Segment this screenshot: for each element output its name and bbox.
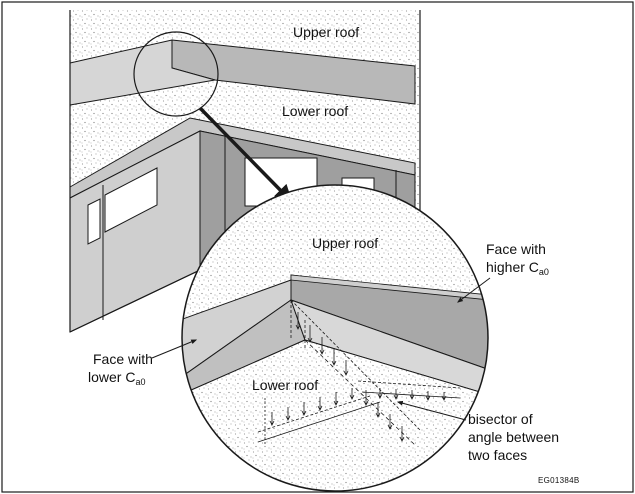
face-higher-text: higher C	[486, 259, 539, 275]
lower-roof-label: Lower roof	[282, 103, 348, 119]
face-higher-callout: Face with higher Ca0	[457, 241, 549, 303]
lower-parapet-right	[290, 299, 488, 396]
zoom-circle-outline	[181, 184, 489, 492]
lower-roof-zoom-label: Lower roof	[252, 377, 318, 393]
bisector-line	[304, 339, 416, 446]
face-lower-label-line2: lower Ca0	[88, 369, 145, 387]
bisector-label-line2: angle between	[468, 429, 559, 445]
upper-roof-label: Upper roof	[293, 24, 359, 40]
upper-roof-zoom-label: Upper roof	[312, 235, 378, 251]
zoom-detail	[181, 184, 489, 492]
upper-parapet-cap	[290, 274, 488, 301]
load-arrows	[269, 312, 447, 442]
bisector-leader	[396, 400, 467, 421]
face-lower-label-line1: Face with	[93, 351, 153, 367]
face-higher-subscript: a0	[539, 267, 549, 277]
face-lower-text: lower C	[88, 369, 135, 385]
ground-line	[69, 269, 201, 333]
figure-code: EG01384B	[538, 476, 580, 485]
magnify-arrow	[198, 106, 293, 203]
face-lower-subscript: a0	[135, 377, 145, 387]
face-higher-leader	[457, 277, 491, 303]
bisector-label-line1: bisector of	[468, 411, 533, 427]
bisector-label-line3: two faces	[468, 447, 527, 463]
face-higher-label-line2: higher Ca0	[486, 259, 549, 277]
face-lower-leader	[151, 339, 198, 359]
window	[87, 198, 101, 245]
face-lower-callout: Face with lower Ca0	[88, 339, 198, 387]
window	[104, 167, 158, 233]
bisector-callout: bisector of angle between two faces	[396, 400, 559, 463]
face-higher-label-line1: Face with	[486, 241, 546, 257]
lower-roof-surface	[182, 340, 488, 491]
detail-circle	[133, 31, 219, 117]
